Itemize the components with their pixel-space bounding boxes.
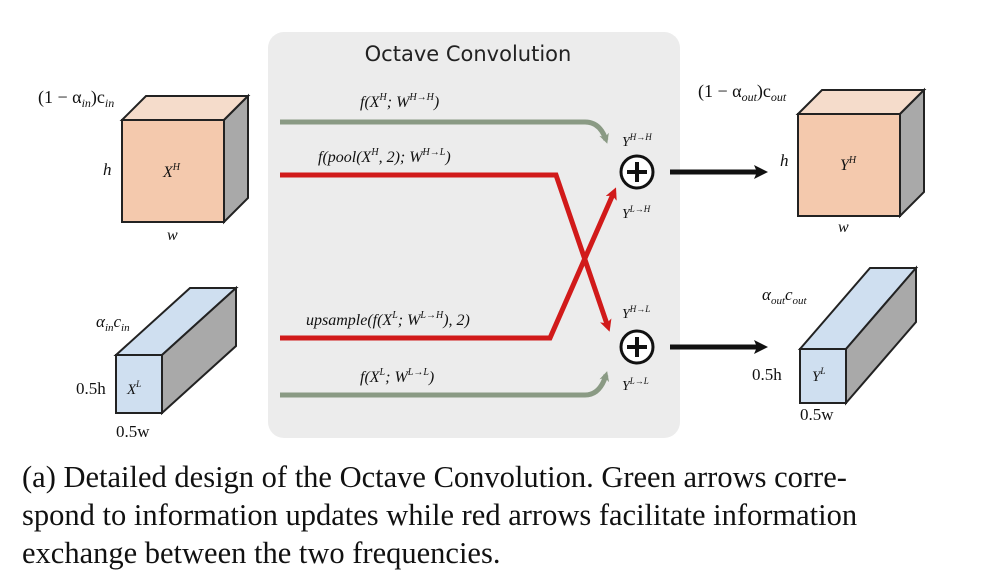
label-low-to-high: upsample(f(XL; WL→H), 2) [306, 310, 470, 329]
label-low-to-low: f(XL; WL→L) [360, 367, 434, 386]
input-low-width: 0.5w [116, 422, 150, 441]
red-arrow-high-to-low [280, 172, 612, 332]
output-high-height: h [780, 151, 789, 170]
input-low-height: 0.5h [76, 379, 106, 398]
input-high-tensor: XH [162, 162, 181, 181]
input-high-frequency-cube [119, 93, 251, 225]
input-high-channels: (1 − αin)cin [38, 87, 114, 110]
output-low-channels: αoutcout [762, 285, 808, 307]
label-y-high-to-low: YH→L [622, 304, 650, 322]
input-high-height: h [103, 160, 112, 179]
label-high-to-low: f(pool(XH, 2); WH→L) [318, 147, 451, 166]
red-arrow-low-to-high [280, 187, 617, 341]
sum-node-high [619, 154, 655, 190]
output-low-height: 0.5h [752, 365, 782, 384]
panel-title: Octave Convolution [365, 42, 572, 66]
input-low-channels: αincin [96, 312, 130, 334]
caption-line-2: spond to information updates while red a… [22, 498, 858, 532]
caption-line-1: (a) Detailed design of the Octave Convol… [22, 460, 847, 494]
caption-line-3: exchange between the two frequencies. [22, 536, 501, 570]
output-low-frequency-cuboid [797, 265, 919, 406]
input-low-frequency-cuboid [113, 285, 239, 416]
output-high-tensor: YH [840, 155, 857, 174]
octave-convolution-diagram: Octave Convolution (1 − αin)cin h w XH α… [38, 32, 927, 441]
output-high-channels: (1 − αout)cout [698, 81, 787, 104]
label-high-to-high: f(XH; WH→H) [360, 92, 439, 111]
label-y-low-to-low: YL→L [622, 376, 649, 394]
input-high-width: w [167, 227, 178, 244]
output-high-width: w [838, 219, 849, 236]
output-high-frequency-cube [795, 87, 927, 219]
output-low-width: 0.5w [800, 405, 834, 424]
label-y-high-to-high: YH→H [622, 132, 652, 150]
green-arrow-high-to-high [280, 119, 609, 144]
label-y-low-to-high: YL→H [622, 204, 651, 222]
input-low-tensor: XL [126, 379, 141, 398]
green-arrow-low-to-low [280, 371, 610, 398]
octave-convolution-panel [268, 32, 680, 438]
figure-caption: (a) Detailed design of the Octave Convol… [22, 458, 962, 572]
output-low-tensor: YL [812, 366, 825, 385]
sum-node-low [619, 329, 655, 365]
